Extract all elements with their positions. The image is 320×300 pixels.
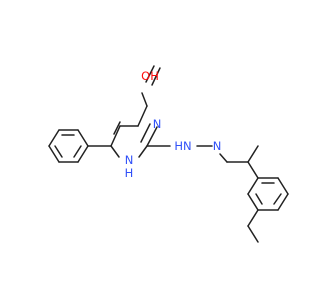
- ring-nh-nitrogen-label: N: [125, 153, 134, 167]
- pyrimidine-ring: [87, 65, 161, 158]
- ethylphenyl-ring: [247, 177, 289, 211]
- ethyl-group: [247, 209, 259, 243]
- phenyl-ring: [48, 129, 89, 163]
- molecule-structure: OH N N H HN N: [48, 65, 289, 243]
- molecule-canvas: OH N N H HN N: [48, 65, 289, 243]
- ring-nh-hydrogen-label: H: [125, 166, 134, 180]
- hydrazone-nitrogen-label: N: [213, 139, 222, 153]
- hydroxyl-label: OH: [141, 69, 159, 83]
- hydrazine-hn-label: HN: [174, 139, 191, 153]
- hydrazone-chain: [146, 145, 259, 179]
- ring-nitrogen-label: N: [153, 117, 162, 131]
